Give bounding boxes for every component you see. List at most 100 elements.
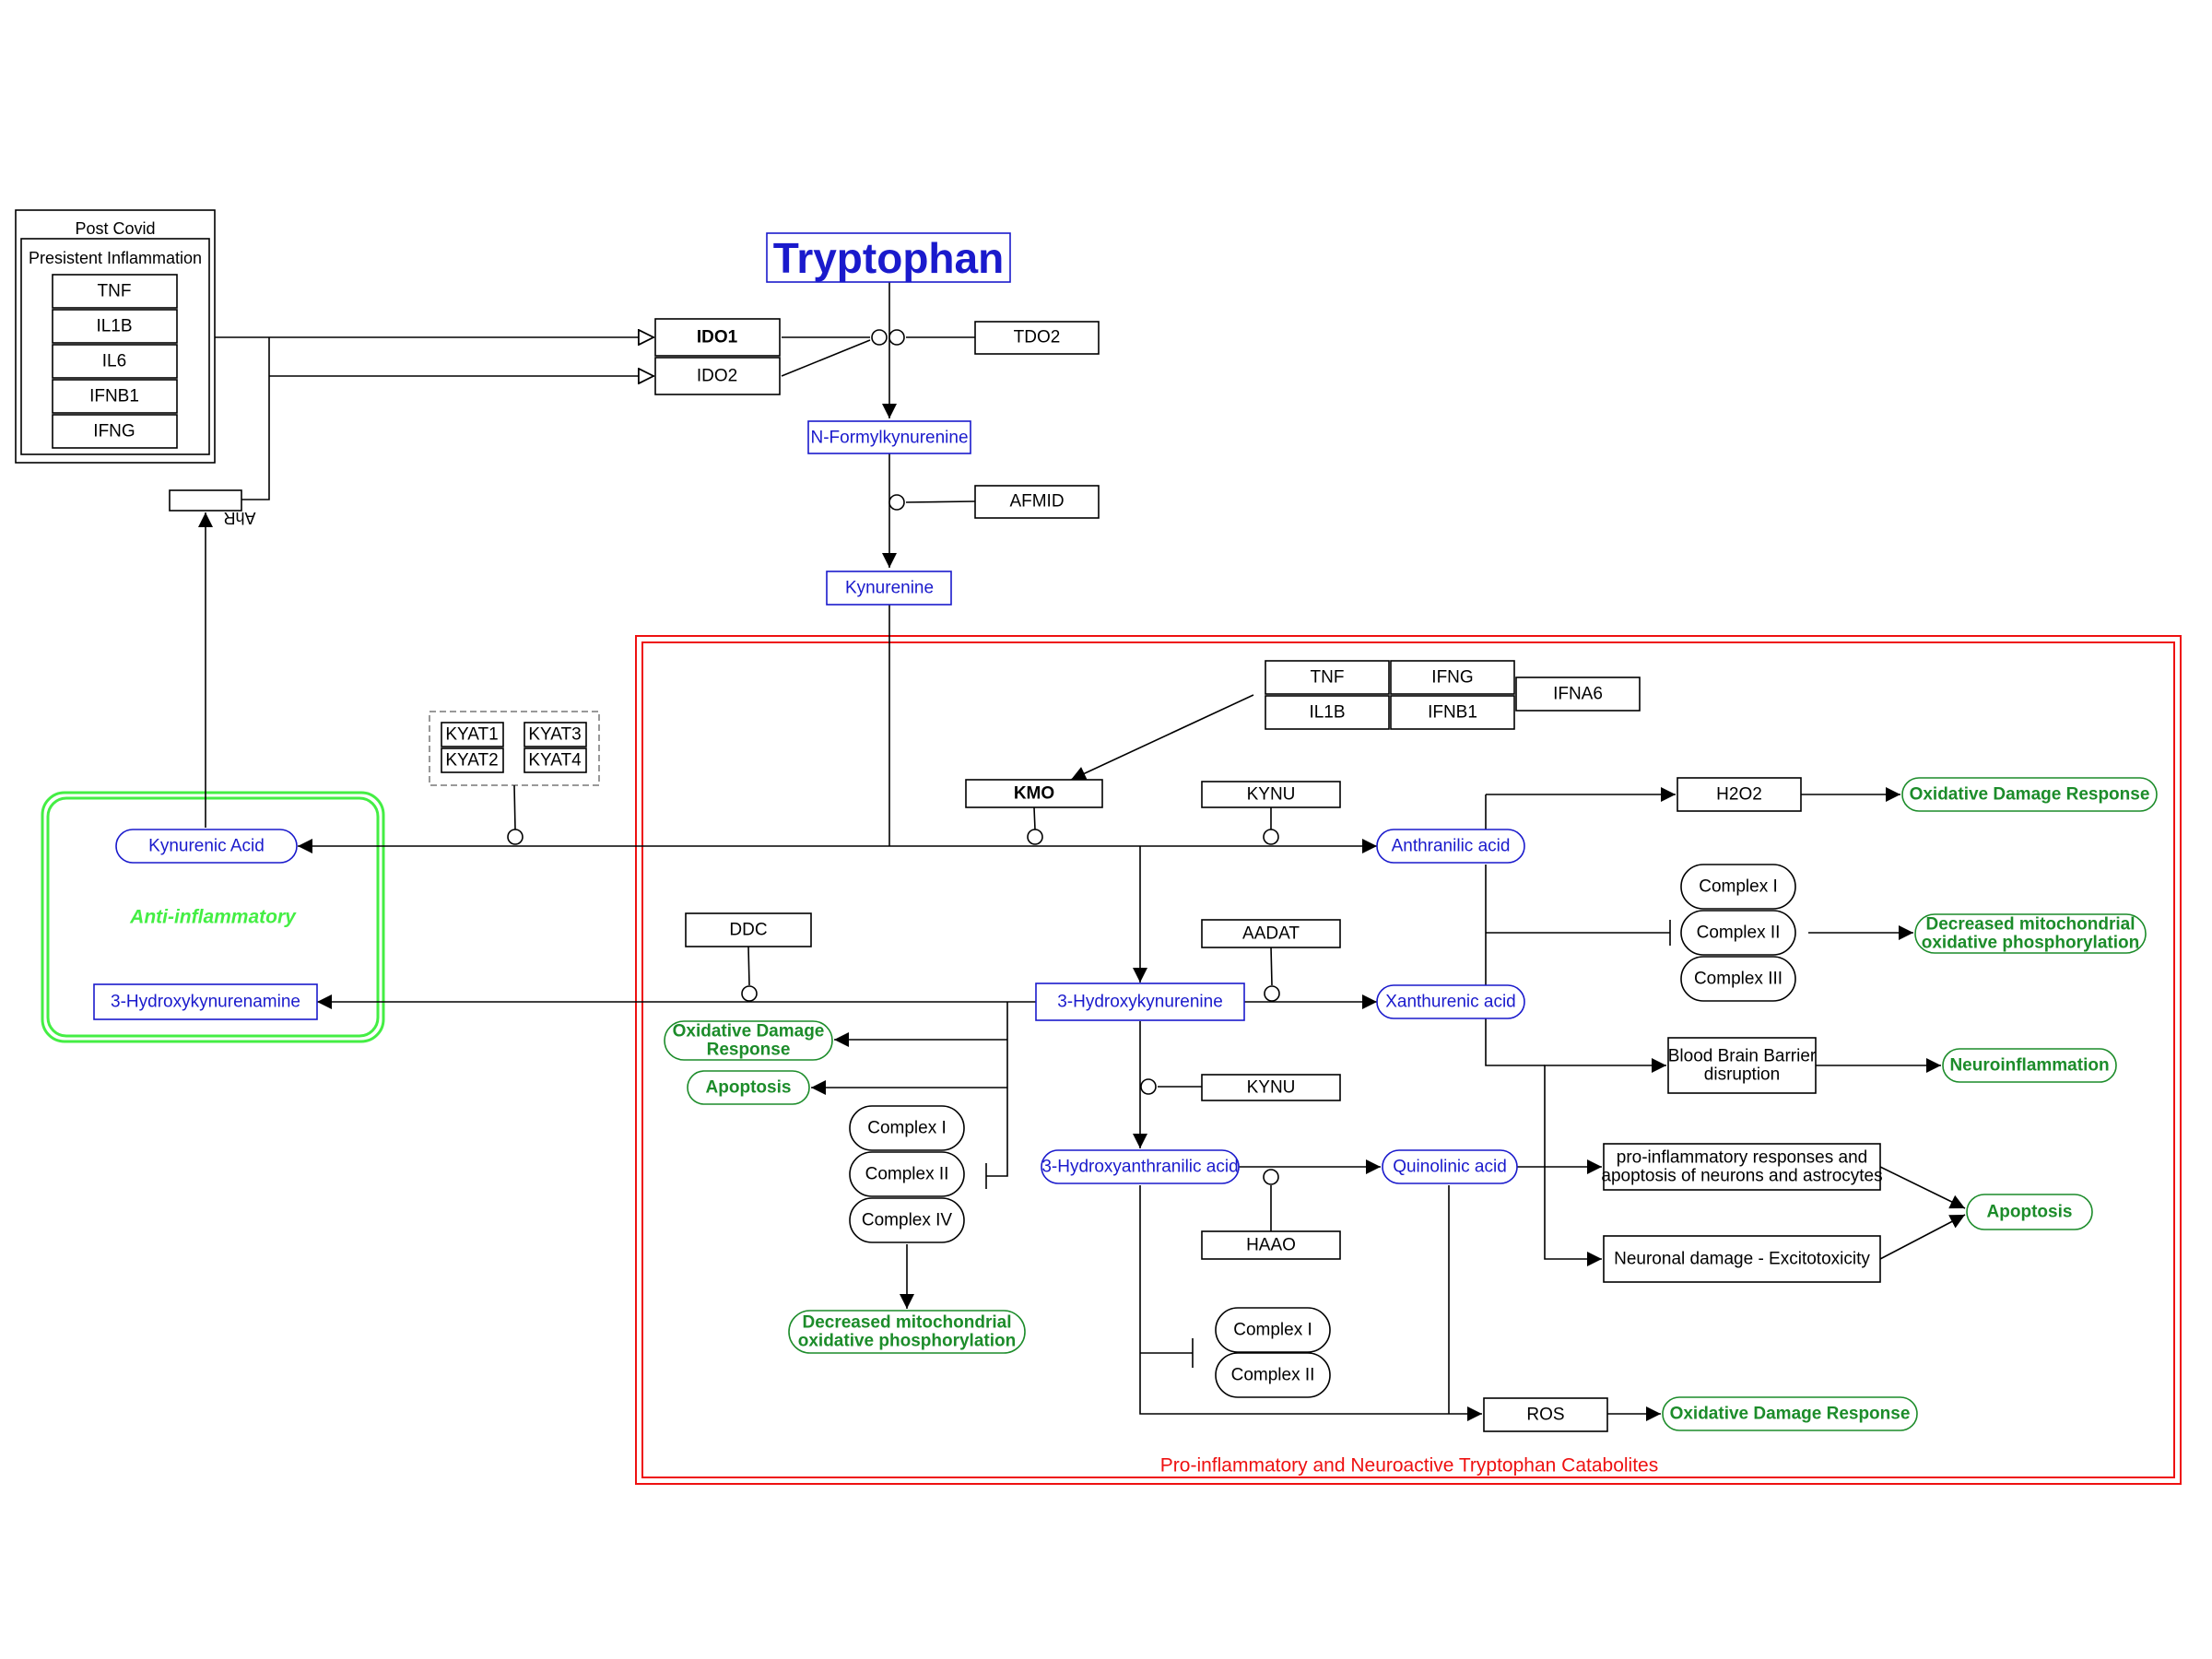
- svg-text:IL6: IL6: [102, 352, 126, 371]
- metabolite-xanthurenic-acid[interactable]: Xanthurenic acid: [1376, 984, 1525, 1019]
- enzyme-ido1[interactable]: IDO1: [654, 318, 781, 357]
- enzyme-kyat1[interactable]: KYAT1: [441, 722, 504, 747]
- enzyme-afmid[interactable]: AFMID: [974, 485, 1100, 519]
- enzyme-kyat4[interactable]: KYAT4: [524, 747, 587, 773]
- ahr-receptor[interactable]: AhR: [169, 489, 256, 527]
- enzyme-ido2[interactable]: IDO2: [654, 357, 781, 395]
- metabolite-kynurenic-acid[interactable]: Kynurenic Acid: [115, 829, 298, 864]
- complexes-left: Complex I Complex II Complex IV: [849, 1105, 965, 1243]
- regulator-tnf[interactable]: TNF: [1265, 660, 1390, 695]
- regulator-ifnb1[interactable]: IFNB1: [1390, 695, 1515, 730]
- enzyme-kynu[interactable]: KYNU: [1201, 781, 1341, 808]
- outcome-blood-brain-barrier[interactable]: Blood Brain Barrier disruption: [1667, 1037, 1817, 1094]
- cytokine-ifng[interactable]: IFNG: [52, 414, 178, 449]
- outcome-h2o2[interactable]: H2O2: [1677, 777, 1802, 812]
- cytokine-il6[interactable]: IL6: [52, 344, 178, 379]
- svg-text:Kynurenic Acid: Kynurenic Acid: [148, 837, 265, 856]
- metabolite-3-hydroxykynurenine[interactable]: 3-Hydroxykynurenine: [1035, 982, 1245, 1021]
- svg-text:Anthranilic acid: Anthranilic acid: [1392, 837, 1511, 856]
- svg-text:disruption: disruption: [1704, 1065, 1780, 1085]
- cytokine-il1b[interactable]: IL1B: [52, 309, 178, 344]
- svg-text:3-Hydroxykynurenine: 3-Hydroxykynurenine: [1057, 993, 1223, 1012]
- cytokine-ifnb1[interactable]: IFNB1: [52, 379, 178, 414]
- complexes-right: Complex I Complex II Complex III: [1680, 864, 1796, 1002]
- svg-text:Blood Brain Barrier: Blood Brain Barrier: [1668, 1047, 1817, 1066]
- svg-text:IFNG: IFNG: [93, 422, 135, 441]
- svg-text:IL1B: IL1B: [1309, 703, 1345, 723]
- enzyme-haao[interactable]: HAAO: [1201, 1230, 1341, 1260]
- phenotype-apoptosis-left[interactable]: Apoptosis: [687, 1070, 810, 1105]
- enzyme-kyat2[interactable]: KYAT2: [441, 747, 504, 773]
- metabolite-3-hydroxyanthranilic-acid[interactable]: 3-Hydroxyanthranilic acid: [1041, 1149, 1240, 1184]
- svg-text:Decreased mitochondrial: Decreased mitochondrial: [1925, 915, 2135, 935]
- enzyme-kynu-2[interactable]: KYNU: [1201, 1074, 1341, 1101]
- svg-text:Apoptosis: Apoptosis: [1987, 1203, 2073, 1222]
- catalysis-markers: [507, 329, 1280, 1185]
- complex-bottom-i[interactable]: Complex I: [1215, 1307, 1331, 1353]
- phenotype-apoptosis-right[interactable]: Apoptosis: [1966, 1194, 2093, 1230]
- svg-text:Neuroinflammation: Neuroinflammation: [1949, 1056, 2109, 1076]
- phenotype-neuroinflammation[interactable]: Neuroinflammation: [1942, 1048, 2117, 1083]
- complex-right-i[interactable]: Complex I: [1680, 864, 1796, 910]
- metabolite-n-formylkynurenine[interactable]: N-Formylkynurenine: [807, 420, 971, 454]
- enzyme-ddc[interactable]: DDC: [685, 912, 812, 947]
- metabolite-quinolinic-acid[interactable]: Quinolinic acid: [1382, 1149, 1518, 1184]
- enzyme-kyat3[interactable]: KYAT3: [524, 722, 587, 747]
- enzyme-kmo[interactable]: KMO: [965, 779, 1103, 808]
- complex-left-ii[interactable]: Complex II: [849, 1151, 965, 1197]
- outcome-neuronal-damage[interactable]: Neuronal damage - Excitotoxicity: [1603, 1235, 1881, 1283]
- enzyme-tdo2[interactable]: TDO2: [974, 321, 1100, 355]
- page-title: Tryptophan: [773, 234, 1004, 282]
- svg-text:HAAO: HAAO: [1246, 1236, 1296, 1255]
- svg-text:TNF: TNF: [1311, 668, 1345, 688]
- svg-text:KYNU: KYNU: [1247, 1078, 1296, 1098]
- svg-text:Xanthurenic acid: Xanthurenic acid: [1385, 993, 1516, 1012]
- svg-text:Complex III: Complex III: [1694, 970, 1783, 989]
- svg-text:TNF: TNF: [98, 282, 132, 301]
- phenotype-oxidative-damage-bottom[interactable]: Oxidative Damage Response: [1662, 1396, 1918, 1431]
- cytokine-tnf[interactable]: TNF: [52, 274, 178, 309]
- svg-text:IDO1: IDO1: [697, 328, 738, 347]
- outcome-pro-inflammatory-responses[interactable]: pro-inflammatory responses and apoptosis…: [1601, 1143, 1883, 1191]
- kmo-regulators: TNF IFNG IL1B IFNB1 IFNA6: [1265, 660, 1641, 730]
- svg-text:ROS: ROS: [1526, 1406, 1564, 1425]
- complex-right-ii[interactable]: Complex II: [1680, 910, 1796, 956]
- svg-text:N-Formylkynurenine: N-Formylkynurenine: [810, 429, 968, 448]
- post-covid-label: Post Covid: [75, 219, 155, 238]
- svg-text:AADAT: AADAT: [1242, 924, 1300, 944]
- phenotype-mito-right[interactable]: Decreased mitochondrial oxidative phosph…: [1914, 913, 2147, 954]
- svg-text:KYAT4: KYAT4: [528, 751, 582, 771]
- svg-text:Complex I: Complex I: [1699, 877, 1778, 897]
- cytokine-list: TNF IL1B IL6 IFNB1 IFNG: [52, 274, 178, 449]
- tryptophan-node[interactable]: Tryptophan: [766, 232, 1011, 283]
- svg-text:Decreased mitochondrial: Decreased mitochondrial: [802, 1313, 1011, 1333]
- complex-bottom-ii[interactable]: Complex II: [1215, 1352, 1331, 1398]
- metabolite-anthranilic-acid[interactable]: Anthranilic acid: [1376, 829, 1525, 864]
- metabolite-kynurenine[interactable]: Kynurenine: [826, 571, 952, 606]
- svg-text:KYAT1: KYAT1: [445, 725, 498, 745]
- complex-right-iii[interactable]: Complex III: [1680, 956, 1796, 1002]
- complex-left-i[interactable]: Complex I: [849, 1105, 965, 1151]
- svg-text:IFNB1: IFNB1: [89, 387, 139, 406]
- svg-text:IL1B: IL1B: [96, 317, 132, 336]
- enzyme-aadat[interactable]: AADAT: [1201, 919, 1341, 948]
- pro-inflammatory-label: Pro-inflammatory and Neuroactive Tryptop…: [1160, 1455, 1658, 1477]
- svg-text:apoptosis of neurons and astro: apoptosis of neurons and astrocytes: [1601, 1167, 1882, 1186]
- phenotype-oxidative-damage-top[interactable]: Oxidative Damage Response: [1901, 777, 2158, 812]
- outcome-ros[interactable]: ROS: [1483, 1397, 1608, 1432]
- svg-text:Complex I: Complex I: [1233, 1321, 1312, 1340]
- complex-left-iv[interactable]: Complex IV: [849, 1197, 965, 1243]
- regulator-ifna6[interactable]: IFNA6: [1515, 677, 1641, 712]
- svg-text:KYNU: KYNU: [1247, 785, 1296, 805]
- anti-inflammatory-label: Anti-inflammatory: [129, 907, 297, 928]
- regulator-ifng[interactable]: IFNG: [1390, 660, 1515, 695]
- anti-inflammatory-group: Anti-inflammatory: [41, 791, 385, 1043]
- svg-text:H2O2: H2O2: [1716, 785, 1762, 805]
- svg-text:3-Hydroxykynurenamine: 3-Hydroxykynurenamine: [111, 993, 300, 1012]
- phenotype-oxidative-damage-left[interactable]: Oxidative Damage Response: [664, 1020, 833, 1061]
- svg-text:IFNB1: IFNB1: [1428, 703, 1477, 723]
- regulator-il1b[interactable]: IL1B: [1265, 695, 1390, 730]
- svg-text:DDC: DDC: [729, 921, 767, 940]
- metabolite-3-hydroxykynurenamine[interactable]: 3-Hydroxykynurenamine: [93, 983, 318, 1020]
- phenotype-mito-left[interactable]: Decreased mitochondrial oxidative phosph…: [788, 1310, 1026, 1354]
